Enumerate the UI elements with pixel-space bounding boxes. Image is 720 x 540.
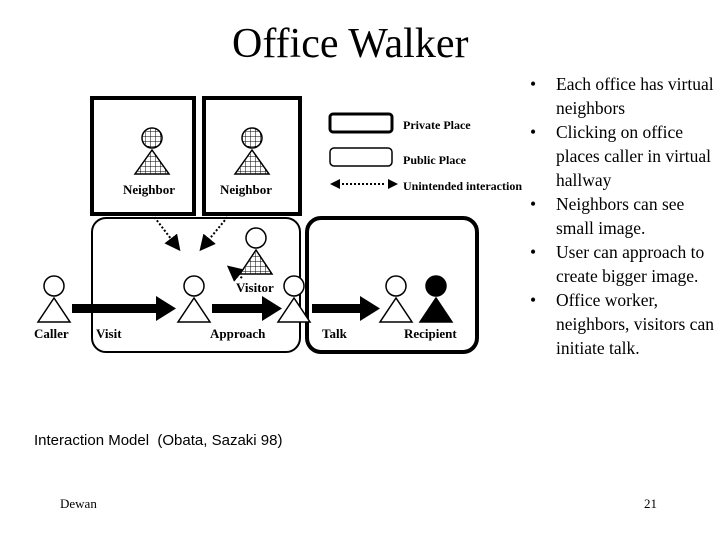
slide-title: Office Walker — [232, 21, 469, 67]
talk-arrow — [312, 296, 380, 321]
unintended-arrow-neighbor-1 — [151, 213, 181, 252]
neighbor-2-label: Neighbor — [220, 182, 272, 197]
bullet-glyph: • — [530, 74, 537, 94]
bullet-text: Each office has virtual neighbors — [556, 74, 714, 118]
visitor-figure — [238, 227, 274, 275]
legend-unintended-label: Unintended interaction — [403, 179, 522, 193]
legend-public-swatch — [329, 147, 393, 167]
bullet-glyph: • — [530, 290, 537, 310]
legend-public-label: Public Place — [403, 153, 467, 167]
visit-arrow — [72, 296, 176, 321]
bullet-glyph: • — [530, 194, 537, 214]
interaction-model-diagram: Neighbor Neighbor Private Place Public P… — [34, 96, 522, 354]
bullet-text: Clicking on office places caller in virt… — [556, 122, 711, 190]
bullet-glyph: • — [530, 122, 537, 142]
bullet-item: • Clicking on office places caller in vir… — [530, 120, 716, 192]
bullet-item: • User can approach to create bigger imag… — [530, 240, 716, 288]
bullet-item: • Office worker, neighbors, visitors can … — [530, 288, 716, 360]
bullet-list: • Each office has virtual neighbors • Clic… — [530, 72, 716, 360]
bullet-text: Neighbors can see small image. — [556, 194, 685, 238]
unintended-arrow-neighbor-2 — [199, 213, 231, 252]
neighbor-2-figure — [233, 127, 271, 175]
bullet-text: Office worker, neighbors, visitors can i… — [556, 290, 714, 358]
approach-label: Approach — [210, 326, 266, 341]
bullet-item: • Neighbors can see small image. — [530, 192, 716, 240]
private-place-neighbor-1 — [90, 96, 196, 216]
page-number: 21 — [644, 496, 657, 511]
recipient-label: Recipient — [404, 326, 457, 341]
unintended-arrow-visitor — [226, 265, 245, 282]
bullet-glyph: • — [530, 242, 537, 262]
caller-label: Caller — [34, 326, 69, 341]
diagram-caption: Interaction Model (Obata, Sazaki 98) — [34, 432, 283, 449]
hallway-figure — [176, 275, 212, 323]
author-footer: Dewan — [60, 496, 97, 511]
bullet-text: User can approach to create bigger image… — [556, 242, 705, 286]
neighbor-1-figure — [133, 127, 171, 175]
legend-private-swatch — [328, 112, 394, 134]
approach-arrow — [212, 296, 282, 321]
talk-label: Talk — [322, 326, 348, 341]
talker-figure — [378, 275, 414, 323]
legend-private-label: Private Place — [403, 118, 471, 132]
caller-figure — [36, 275, 72, 323]
visit-label: Visit — [96, 326, 122, 341]
visitor-label: Visitor — [236, 280, 274, 295]
neighbor-1-label: Neighbor — [123, 182, 175, 197]
approach-figure — [276, 275, 312, 323]
bullet-item: • Each office has virtual neighbors — [530, 72, 716, 120]
recipient-figure — [418, 275, 454, 323]
